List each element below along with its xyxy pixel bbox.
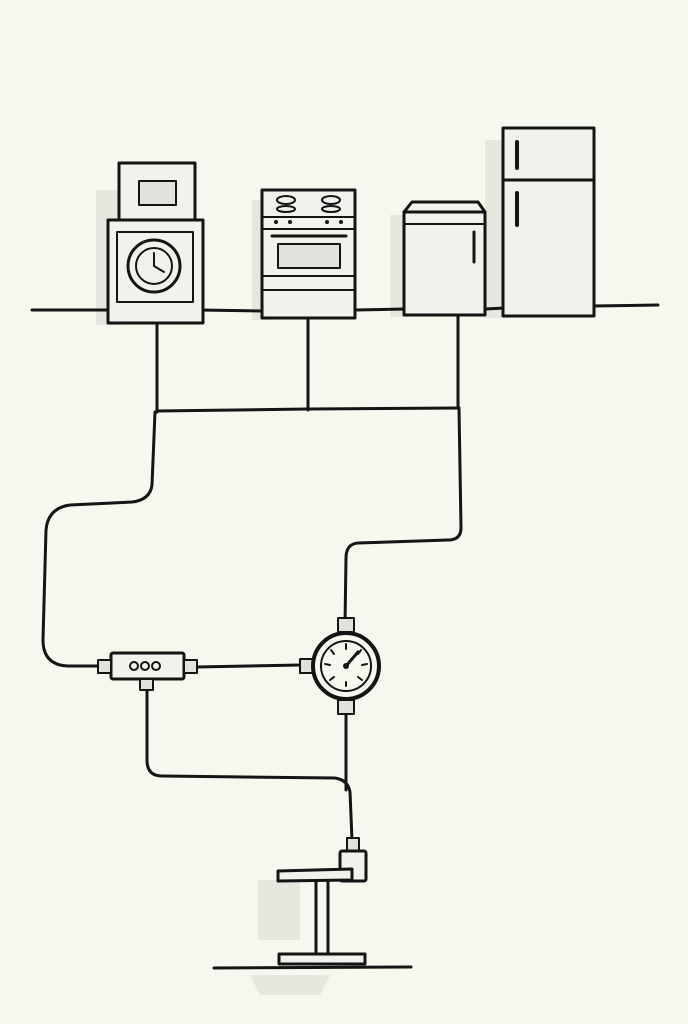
wire-right-loop	[343, 406, 463, 627]
wire-box-down-loop	[145, 686, 354, 842]
dishwasher-icon	[402, 200, 487, 317]
wire-left-loop	[41, 410, 157, 668]
junction-box-icon	[97, 651, 198, 691]
wire-horizontal-bus	[155, 406, 461, 413]
valve-stand-icon	[212, 837, 413, 970]
wiring-lines	[41, 313, 463, 842]
floor-line	[212, 965, 413, 970]
washing-machine-icon	[106, 161, 205, 325]
wire-box-to-gauge	[194, 663, 302, 669]
stove-icon	[260, 188, 357, 320]
gauge-icon	[299, 617, 381, 715]
refrigerator-icon	[501, 126, 596, 318]
shelf-line	[30, 303, 660, 313]
